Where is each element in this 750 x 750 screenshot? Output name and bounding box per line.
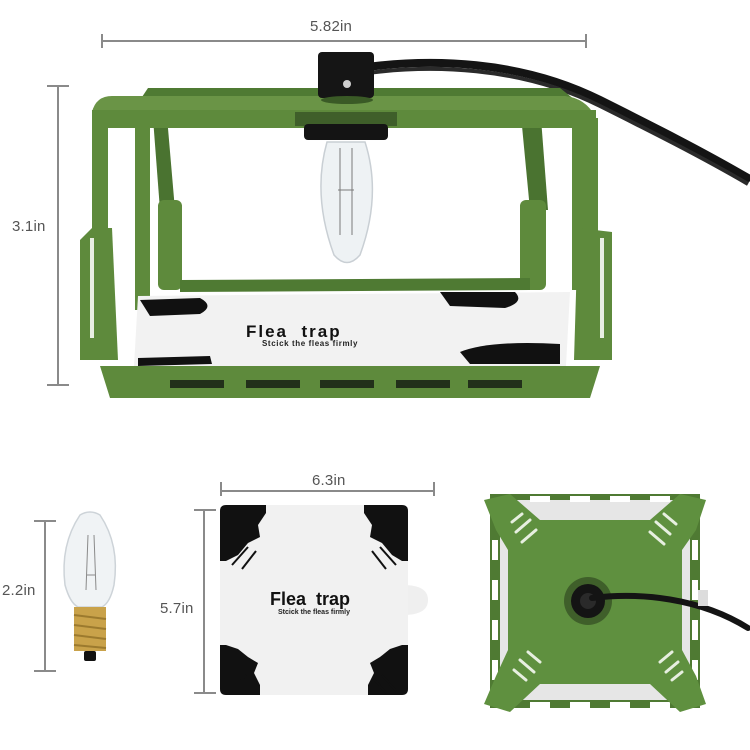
frame-height-tick-bottom: [47, 384, 69, 386]
pad-width-label: 6.3in: [312, 472, 346, 489]
frame-height-line: [57, 86, 59, 384]
bulb-height-label: 2.2in: [2, 582, 36, 599]
pad-width-line: [221, 490, 434, 492]
trap-frame-illustration: [80, 52, 750, 398]
hanging-bulb: [320, 141, 374, 264]
bulb-height-tick-top: [34, 520, 56, 522]
bulb-height-line: [44, 521, 46, 671]
frame-width-line: [102, 40, 586, 42]
power-cord: [356, 58, 750, 182]
sticky-pad-illustration: [220, 505, 428, 695]
pad-width-tick-right: [433, 482, 435, 496]
frame-pad-subtitle: Stcick the fleas firmly: [262, 339, 359, 348]
pad-subtitle: Stcick the fleas firmly: [278, 609, 350, 616]
frame-width-label: 5.82in: [310, 18, 353, 35]
frame-width-tick-right: [585, 34, 587, 48]
frame-width-tick-left: [101, 34, 103, 48]
bulb-height-tick-bottom: [34, 670, 56, 672]
pad-height-tick-bottom: [194, 692, 216, 694]
top-cord: [589, 592, 750, 631]
pad-width-tick-left: [220, 482, 222, 496]
frame-pad-title: Flea trap: [246, 322, 342, 341]
top-down-illustration: [484, 494, 750, 712]
frame-height-label: 3.1in: [12, 218, 46, 235]
pad-title: Flea trap: [270, 589, 351, 609]
lamp-socket-top: [318, 52, 374, 98]
pad-height-label: 5.7in: [160, 600, 194, 617]
frame-height-tick-top: [47, 85, 69, 87]
pad-height-tick-top: [194, 509, 216, 511]
bulb-illustration: [63, 511, 117, 661]
pad-height-line: [203, 509, 205, 693]
